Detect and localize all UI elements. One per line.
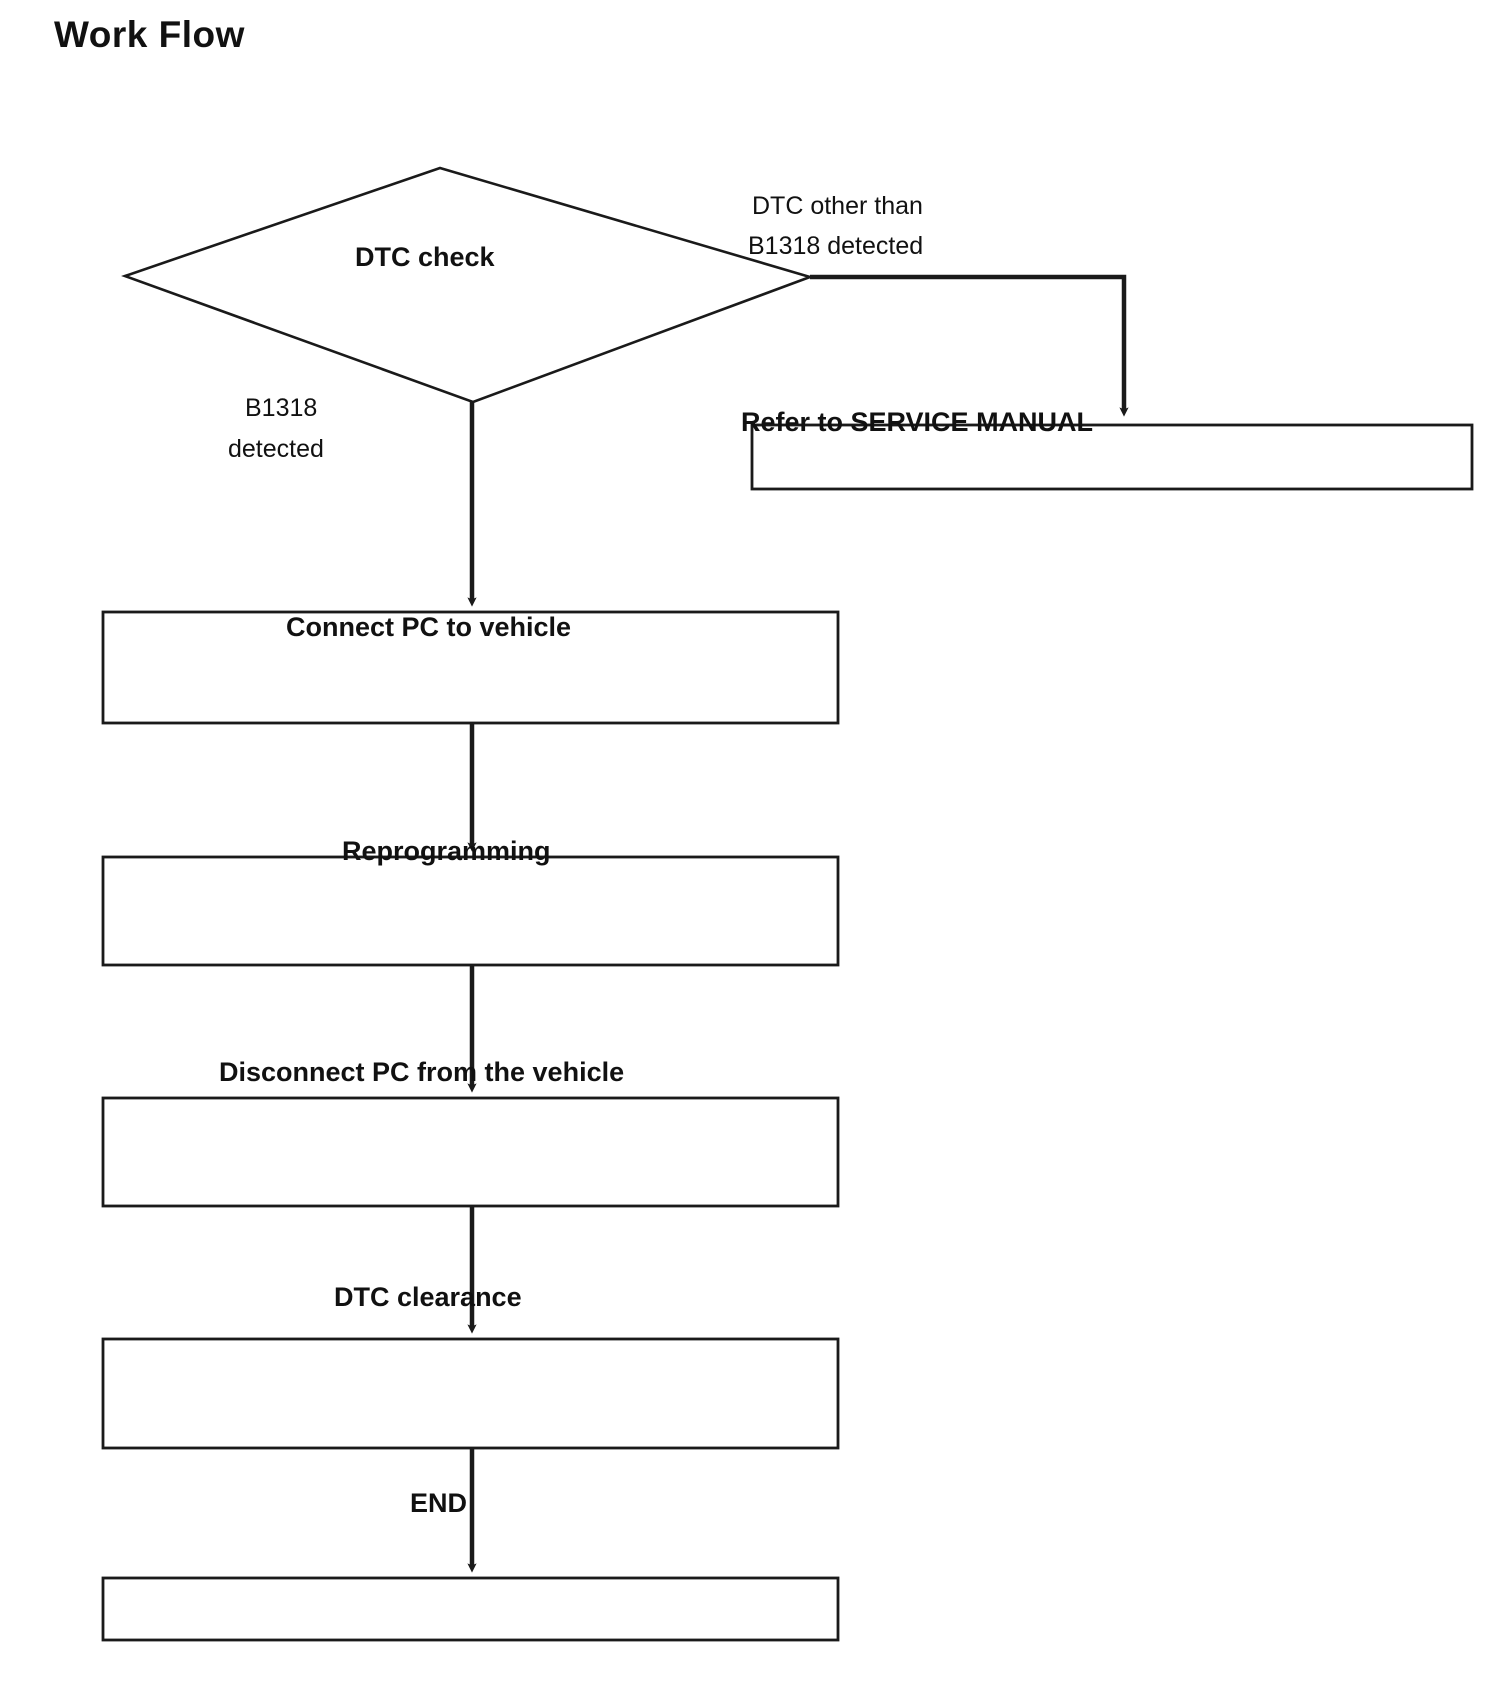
process-node-connect-pc-label: Connect PC to vehicle (286, 612, 572, 642)
decision-node-dtc-check (121, 166, 815, 404)
edge-label-b1318-line2: detected (228, 435, 324, 463)
process-node-reprogramming-label: Reprogramming (342, 836, 551, 866)
edge-dtc-check-to-service-manual (810, 274, 1129, 417)
edge-label-dtc-other-line1: DTC other than (752, 192, 923, 220)
process-node-service-manual (750, 423, 1474, 491)
process-node-end-label: END (410, 1488, 468, 1518)
process-node-dtc-clearance-label: DTC clearance (334, 1282, 522, 1312)
edge-label-b1318-line1: B1318 (245, 394, 318, 422)
decision-node-dtc-check-label: DTC check (355, 242, 495, 272)
process-node-dtc-clearance (101, 1337, 840, 1450)
edge-label-dtc-other-line2: B1318 detected (748, 232, 924, 260)
process-node-disconnect-pc-label: Disconnect PC from the vehicle (219, 1057, 625, 1087)
page-title: Work Flow (54, 14, 245, 55)
process-node-service-manual-label: Refer to SERVICE MANUAL (741, 407, 1094, 437)
process-node-end (101, 1576, 840, 1642)
process-node-disconnect-pc (101, 1096, 840, 1208)
process-node-reprogramming (101, 855, 840, 967)
